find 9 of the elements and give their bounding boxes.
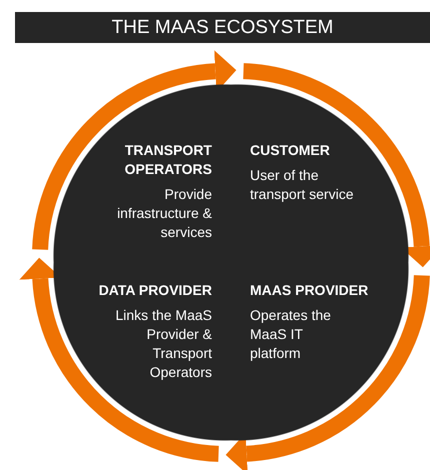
quadrant-description: User of the transport service <box>250 166 354 204</box>
title-banner: THE MAAS ECOSYSTEM <box>15 12 430 43</box>
quadrant-description: Provide infrastructure & services <box>116 185 212 242</box>
quadrant-heading: TRANSPORT OPERATORS <box>124 141 212 179</box>
quadrant-heading: DATA PROVIDER <box>98 281 212 300</box>
quadrant-description: Operates the MaaS IT platform <box>250 306 332 363</box>
quadrant-heading: MAAS PROVIDER <box>250 281 370 300</box>
quadrant-description: Links the MaaS Provider & Transport Operators <box>114 306 212 382</box>
quadrant-heading: CUSTOMER <box>250 141 331 160</box>
